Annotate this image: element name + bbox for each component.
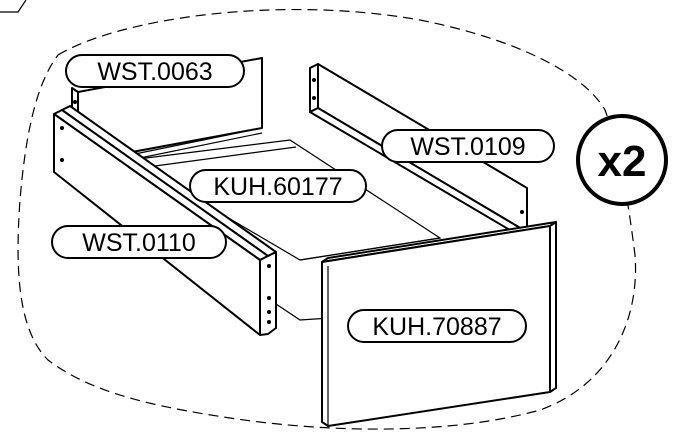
label-bottom-panel: KUH.60177 (189, 169, 367, 203)
label-back-panel-text: WST.0063 (97, 58, 212, 86)
label-bottom-panel-text: KUH.60177 (213, 173, 342, 201)
dashed-group-outline (17, 8, 637, 430)
label-left-side-text: WST.0110 (82, 229, 195, 257)
label-right-side: WST.0109 (381, 129, 555, 163)
label-right-side-text: WST.0109 (410, 133, 525, 161)
bottom-panel (128, 139, 442, 321)
label-left-side: WST.0110 (51, 225, 227, 259)
label-back-panel: WST.0063 (65, 54, 245, 88)
left-side-panel (53, 105, 277, 336)
quantity-badge: x2 (576, 114, 668, 206)
label-front-panel: KUH.70887 (347, 309, 527, 343)
quantity-text: x2 (598, 137, 647, 186)
corner-bracket (0, 0, 27, 13)
label-front-panel-text: KUH.70887 (372, 313, 501, 341)
